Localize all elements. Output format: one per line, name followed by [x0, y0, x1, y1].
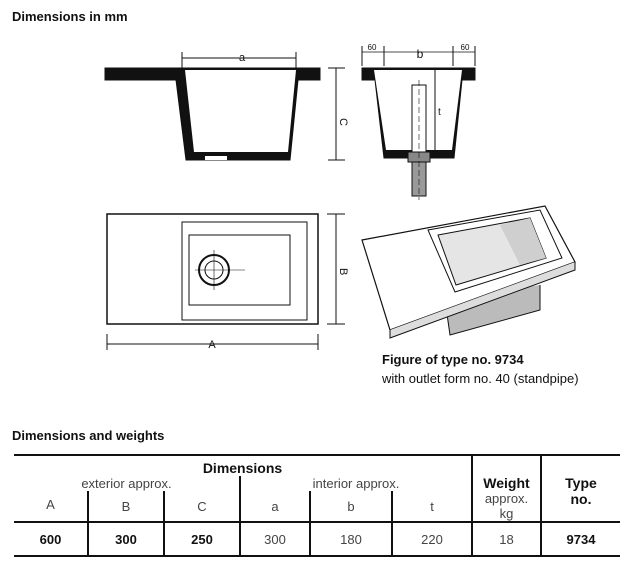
dimensions-heading: Dimensions in mm — [12, 9, 128, 24]
weight-approx: approx. — [484, 491, 529, 506]
table-row: 600 300 250 300 180 220 18 9734 — [14, 522, 620, 557]
cell-weight: 18 — [471, 522, 541, 557]
col-b: b — [309, 491, 392, 523]
technical-drawings: a C 60 b 60 t B A — [104, 43, 576, 351]
front-section-view: 60 b 60 t — [361, 43, 476, 200]
col-a: a — [239, 491, 310, 523]
cell-A: 600 — [14, 522, 88, 557]
label-t: t — [438, 107, 441, 118]
header-exterior: exterior approx. — [81, 476, 172, 491]
cell-C: 250 — [163, 522, 240, 557]
label-b: b — [417, 47, 424, 61]
figure-title: Figure of type no. 9734 — [382, 352, 524, 367]
col-B: B — [87, 491, 164, 523]
header-weight: Weight — [471, 455, 541, 491]
dimensions-table: Dimensions Weight Type exterior approx. … — [14, 454, 620, 557]
label-60-left: 60 — [368, 43, 377, 52]
weight-sub: approx.kg — [471, 491, 541, 523]
weight-unit: kg — [499, 506, 514, 521]
dimensions-weights-heading: Dimensions and weights — [12, 428, 165, 443]
label-A: A — [208, 339, 216, 351]
figure-subtitle: with outlet form no. 40 (standpipe) — [382, 371, 579, 386]
col-A: A — [14, 491, 88, 523]
plan-view: B A — [106, 213, 349, 351]
side-section-view: a C — [104, 52, 349, 161]
col-t: t — [391, 491, 472, 523]
type-sub: no. — [540, 491, 620, 523]
label-60-right: 60 — [461, 43, 470, 52]
cell-B: 300 — [87, 522, 164, 557]
cell-t: 220 — [391, 522, 472, 557]
header-interior: interior approx. — [239, 476, 472, 491]
header-dimensions: Dimensions — [202, 460, 283, 476]
label-C: C — [337, 118, 349, 126]
cell-type: 9734 — [540, 522, 620, 557]
cell-b: 180 — [309, 522, 392, 557]
cell-a: 300 — [239, 522, 310, 557]
col-C: C — [163, 491, 240, 523]
perspective-view — [361, 205, 576, 339]
header-type: Type — [540, 455, 620, 491]
label-a: a — [239, 52, 246, 64]
label-B: B — [337, 268, 349, 275]
